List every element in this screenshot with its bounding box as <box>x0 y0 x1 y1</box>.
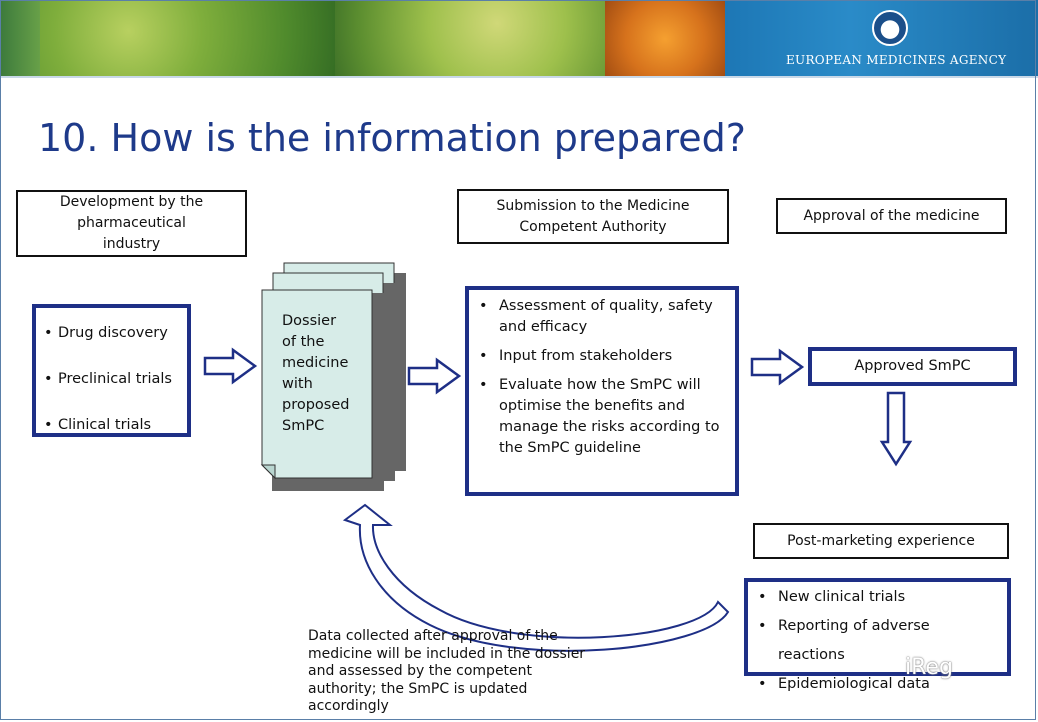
dossier-label: Dossier of the medicine with proposed Sm… <box>282 311 372 437</box>
dossier-line: with <box>282 374 372 395</box>
arrow-down-icon <box>882 393 910 464</box>
arrow-right-icon <box>205 350 255 382</box>
note-line: and assessed by the competent <box>308 663 608 681</box>
dossier-line: proposed <box>282 395 372 416</box>
note-line: medicine will be included in the dossier <box>308 646 608 664</box>
dossier-line: medicine <box>282 353 372 374</box>
arrow-right-icon <box>409 360 459 392</box>
arrow-right-icon <box>752 351 802 383</box>
note-line: accordingly <box>308 698 608 716</box>
note-line: authority; the SmPC is updated <box>308 681 608 699</box>
dossier-line: of the <box>282 332 372 353</box>
watermark-label: iReg <box>905 655 953 680</box>
feedback-note: Data collected after approval of the med… <box>308 628 608 716</box>
note-line: Data collected after approval of the <box>308 628 608 646</box>
dossier-line: SmPC <box>282 416 372 437</box>
dossier-page-fold <box>262 465 275 478</box>
dossier-line: Dossier <box>282 311 372 332</box>
